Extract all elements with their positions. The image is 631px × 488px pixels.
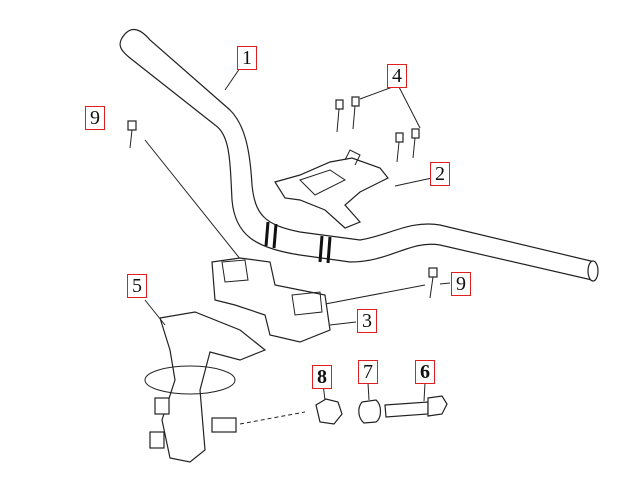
bolt [384,382,448,418]
callout-9-left: 9 [85,106,105,130]
callout-9-right: 9 [451,272,471,296]
bolt-right [319,267,438,306]
bolt-left [127,120,246,266]
nut [315,383,343,425]
handlebar-clamp [211,257,331,343]
callout-3: 3 [357,309,377,333]
bracket-bolts [335,96,420,163]
callout-2: 2 [430,162,450,186]
callout-6: 6 [415,360,435,384]
callout-5: 5 [127,274,147,298]
handlebar-bracket [274,149,389,229]
handlebar-riser [144,311,306,463]
handlebar [119,29,599,282]
callout-7: 7 [358,360,378,384]
callout-4: 4 [387,64,407,88]
bushing [358,382,382,424]
callout-1: 1 [237,46,257,70]
callout-8: 8 [312,365,332,389]
